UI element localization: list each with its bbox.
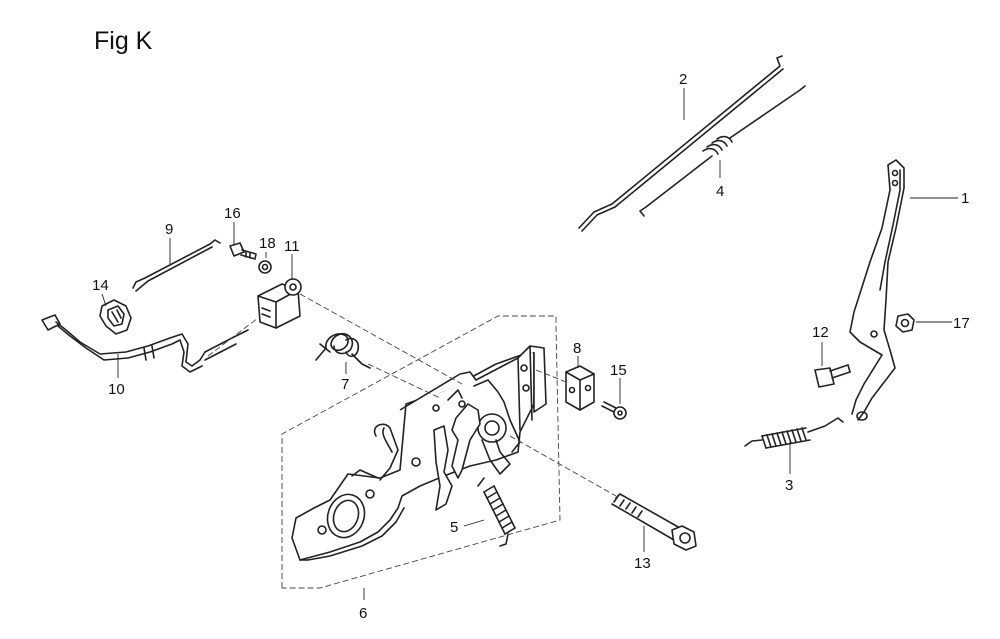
part-6-control-bracket xyxy=(291,345,547,561)
assembly-boundary xyxy=(281,315,561,589)
part-12-bolt xyxy=(814,364,851,388)
callout-5: 5 xyxy=(450,519,458,536)
callout-13: 13 xyxy=(634,555,651,572)
part-9-small-rod xyxy=(132,239,221,292)
alignment-line-11 xyxy=(299,293,463,385)
callout-11: 11 xyxy=(284,238,300,255)
callout-7: 7 xyxy=(341,376,349,393)
alignment-line-8 xyxy=(535,369,567,383)
part-17-nut xyxy=(895,313,915,333)
callout-16: 16 xyxy=(224,205,241,222)
part-13-long-bolt xyxy=(611,493,697,551)
callout-14: 14 xyxy=(92,277,109,294)
callout-18: 18 xyxy=(259,235,276,252)
callout-8: 8 xyxy=(573,340,581,357)
part-11-switch xyxy=(257,278,302,329)
callout-2: 2 xyxy=(679,71,687,88)
alignment-line-13 xyxy=(509,435,617,497)
alignment-line-10 xyxy=(207,317,259,357)
figure-title: Fig K xyxy=(94,27,153,55)
callout-6: 6 xyxy=(359,605,367,622)
callout-15: 15 xyxy=(610,362,627,379)
part-15-small-bolt xyxy=(601,401,627,420)
callout-labels: 1 2 3 4 5 6 7 8 9 10 11 12 13 14 15 16 1… xyxy=(92,71,970,622)
part-5-spring xyxy=(477,477,516,547)
part-2-governor-rod xyxy=(578,55,784,232)
alignment-line-7 xyxy=(367,363,441,399)
part-14-clip xyxy=(99,299,132,335)
part-3-spring xyxy=(744,417,844,449)
callout-10: 10 xyxy=(108,381,125,398)
callout-4: 4 xyxy=(716,183,724,200)
part-10-wire xyxy=(41,314,249,373)
leader-lines xyxy=(101,88,958,600)
part-1-control-lever xyxy=(849,159,905,421)
callout-1: 1 xyxy=(961,190,969,207)
callout-9: 9 xyxy=(165,221,173,238)
part-16-screw xyxy=(229,242,257,260)
part-8-block xyxy=(565,365,595,411)
callout-3: 3 xyxy=(785,477,793,494)
callout-17: 17 xyxy=(953,315,970,332)
part-7-torsion-spring xyxy=(315,332,371,369)
part-18-washer xyxy=(258,260,272,274)
part-4-rod-spring xyxy=(639,85,806,217)
callout-12: 12 xyxy=(812,324,829,341)
